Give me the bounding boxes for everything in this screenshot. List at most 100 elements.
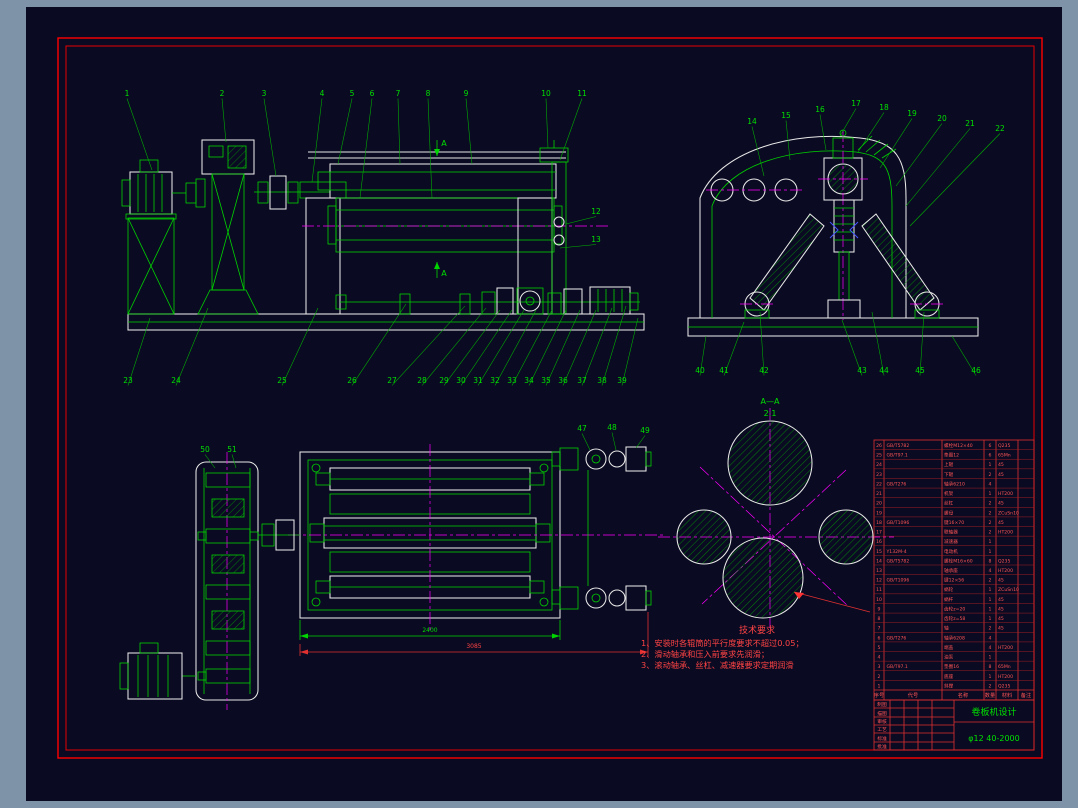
bom-cell: 15 <box>876 549 882 555</box>
bom-cell: GB/T1096 <box>887 578 910 584</box>
callout-number: 36 <box>558 376 568 385</box>
callout-number: 29 <box>439 376 449 385</box>
bom-cell: 65Mn <box>998 664 1011 670</box>
callout-number: 12 <box>591 207 601 216</box>
bom-cell: 13 <box>876 568 882 574</box>
bom-cell: Q235 <box>998 443 1010 449</box>
bom-cell: 26 <box>876 443 882 449</box>
tech-requirements-line: 3、滚动轴承、丝杠、减速器要求定期润滑 <box>641 660 794 670</box>
bom-cell: 4 <box>989 481 992 487</box>
bom-cell: Q235 <box>998 683 1010 689</box>
bom-cell: 6 <box>878 635 881 641</box>
title-block-field: 描图 <box>877 710 887 717</box>
callout-number: 13 <box>591 235 601 244</box>
dimension-texts: 24003085 <box>422 627 481 650</box>
bom-cell: 轴 <box>944 625 949 632</box>
bom-cell: 轴承6208 <box>944 634 965 641</box>
bom-cell: 65Mn <box>998 453 1011 459</box>
bom-cell: 11 <box>876 587 882 593</box>
bom-cell: 12 <box>876 578 882 584</box>
bom-cell: 1 <box>989 462 992 468</box>
roller-section-bottom <box>723 538 803 618</box>
callout-number: 48 <box>607 423 617 432</box>
callout-number: 25 <box>277 376 287 385</box>
bom-cell: 4 <box>989 635 992 641</box>
callout-number: 41 <box>719 366 729 375</box>
callout-number: 3 <box>262 89 267 98</box>
callout-number: 10 <box>541 89 551 98</box>
side-view <box>688 130 978 336</box>
dimension-value: 3085 <box>466 643 481 650</box>
callout-number: 32 <box>490 376 500 385</box>
plan-frame <box>288 444 664 630</box>
bom-cell: 45 <box>998 578 1004 584</box>
bom-cell: 45 <box>998 501 1004 507</box>
callout-number: 49 <box>640 426 650 435</box>
plan-motor <box>120 643 182 699</box>
callout-number: 39 <box>617 376 627 385</box>
callout-number: 46 <box>971 366 981 375</box>
roller-section-top <box>728 421 812 505</box>
bom-header: 数量 <box>985 691 995 699</box>
bom-cell: 1 <box>989 616 992 622</box>
callout-number: 30 <box>456 376 466 385</box>
bom-cell: 1 <box>989 491 992 497</box>
callout-number: 50 <box>200 445 210 454</box>
diagonal-braces <box>740 214 944 318</box>
bom-cell: HT200 <box>998 674 1013 680</box>
project-title: 卷板机设计 <box>971 706 1016 718</box>
cut-letter-top: A <box>441 139 447 148</box>
bom-cell: 键16×70 <box>944 519 964 526</box>
bom-cell: 10 <box>876 597 882 603</box>
callout-number: 14 <box>747 117 757 126</box>
callout-number: 38 <box>597 376 607 385</box>
bom-cell: 22 <box>876 481 882 487</box>
callout-number: 16 <box>815 105 825 114</box>
callout-number: 27 <box>387 376 397 385</box>
bom-cell: 23 <box>876 472 882 478</box>
callout-number: 15 <box>781 111 791 120</box>
bom-cell: 4 <box>878 655 881 661</box>
title-block-field: 工艺 <box>877 727 887 733</box>
plan-view <box>120 444 664 710</box>
bom-cell: 1 <box>878 683 881 689</box>
tech-requirements-title: 技术要求 <box>739 624 775 636</box>
callout-number: 19 <box>907 109 917 118</box>
callout-number: 43 <box>857 366 867 375</box>
bom-header: 代号 <box>908 691 918 699</box>
lead-screw <box>828 200 860 318</box>
bom-cell: 斜撑 <box>944 682 954 689</box>
bom-cell: 8 <box>989 558 992 564</box>
bom-cell: 下辊 <box>944 471 954 478</box>
bom-cell: 24 <box>876 462 882 468</box>
bom-header: 名称 <box>958 691 968 699</box>
bom-cell: 机架 <box>944 490 954 497</box>
bom-cell: 19 <box>876 510 882 516</box>
bom-cell: GB/T1096 <box>887 520 910 526</box>
callout-number: 24 <box>171 376 181 385</box>
bom-cell: 45 <box>998 472 1004 478</box>
callout-number: 7 <box>396 89 401 98</box>
callout-number: 20 <box>937 114 947 123</box>
bom-rows: 26GB/T5782螺栓M12×406Q23525GB/T97.1垫圈12665… <box>874 442 1034 699</box>
bom-cell: 齿轮z=58 <box>944 615 965 622</box>
title-block-field: 标准 <box>877 735 887 742</box>
bom-cell: 蜗轮 <box>944 586 954 593</box>
bom-cell: 17 <box>876 530 882 536</box>
bom-cell: ZCuSn10 <box>998 510 1019 516</box>
bom-cell: GB/T97.1 <box>887 664 908 670</box>
tech-requirements: 技术要求1、安装时各辊筒的平行度要求不超过0.05；2、滑动轴承和压入前要求先润… <box>641 624 804 670</box>
bom-cell: 上辊 <box>944 461 954 468</box>
callout-number: 34 <box>524 376 534 385</box>
bom-cell: 1 <box>989 539 992 545</box>
bom-cell: 20 <box>876 501 882 507</box>
callout-number: 23 <box>123 376 133 385</box>
center-bearing <box>818 130 868 320</box>
bom-cell: HT200 <box>998 491 1013 497</box>
callout-number: 47 <box>577 424 587 433</box>
side-pumps <box>552 447 651 610</box>
callout-number: 6 <box>370 89 375 98</box>
bom-cell: 4 <box>989 568 992 574</box>
bom-cell: 螺栓M16×60 <box>944 557 973 564</box>
callout-number: 18 <box>879 103 889 112</box>
